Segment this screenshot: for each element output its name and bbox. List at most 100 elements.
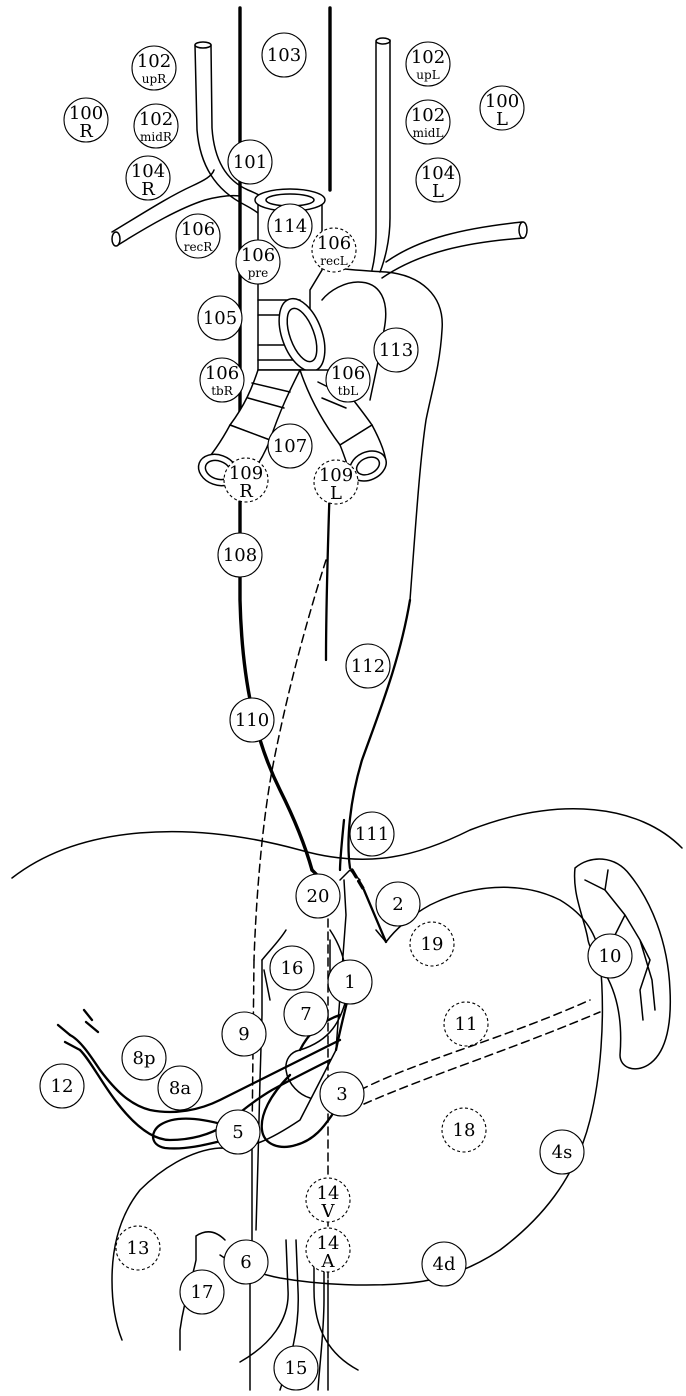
node-circle xyxy=(327,959,373,1005)
node-circle xyxy=(405,41,451,87)
node-station-112: 112 xyxy=(345,643,391,689)
node-circle xyxy=(267,203,313,249)
node-number: 11 xyxy=(455,1014,478,1035)
node-circle xyxy=(235,239,281,285)
left-brachial-branch xyxy=(381,221,525,279)
node-number: 10 xyxy=(599,946,622,967)
node-circle xyxy=(199,357,245,403)
node-circle xyxy=(349,811,395,857)
node-circle xyxy=(443,1001,489,1047)
node-number: 15 xyxy=(285,1358,308,1379)
node-circle xyxy=(283,991,329,1037)
node-suffix: recR xyxy=(184,240,214,254)
node-number: 102 xyxy=(411,47,445,68)
node-number: 12 xyxy=(51,1076,74,1097)
node-circle xyxy=(121,1035,167,1081)
node-circle xyxy=(539,1129,585,1175)
node-circle xyxy=(295,873,341,919)
node-station-11: 11 xyxy=(443,1001,489,1047)
node-station-14-a: 14A xyxy=(305,1227,351,1273)
node-station-105: 105 xyxy=(197,295,243,341)
node-circle xyxy=(319,1071,365,1117)
node-number: 4s xyxy=(552,1142,573,1163)
node-circle xyxy=(305,1177,351,1223)
node-circle xyxy=(405,99,451,145)
node-number: 109 xyxy=(229,463,263,484)
node-circle xyxy=(375,881,421,927)
node-station-113: 113 xyxy=(373,327,419,373)
aortic-arch xyxy=(295,257,443,601)
node-number: 107 xyxy=(273,436,307,457)
node-station-19: 19 xyxy=(409,921,455,967)
node-suffix: recL xyxy=(320,254,348,268)
node-suffix: pre xyxy=(248,266,269,280)
node-suffix: midL xyxy=(413,126,444,140)
node-station-3: 3 xyxy=(319,1071,365,1117)
spleen-vessels xyxy=(584,869,656,1021)
node-number: 114 xyxy=(273,216,307,237)
node-number: 105 xyxy=(203,308,237,329)
left-subclavian-artery xyxy=(371,39,391,273)
hepatic-artery-branches xyxy=(56,1008,100,1052)
node-circle xyxy=(261,32,307,78)
node-number: 7 xyxy=(300,1004,311,1025)
node-number: 104 xyxy=(131,161,165,182)
node-suffix: L xyxy=(496,109,508,130)
node-station-14-v: 14V xyxy=(305,1177,351,1223)
node-suffix: tbL xyxy=(338,384,359,398)
node-number: 16 xyxy=(281,958,304,979)
node-circle xyxy=(311,227,357,273)
node-station-6: 6 xyxy=(223,1239,269,1285)
node-circle xyxy=(273,1345,319,1391)
node-circle xyxy=(197,295,243,341)
node-circle xyxy=(227,139,273,185)
dashed-line-a xyxy=(253,559,327,961)
node-station-12: 12 xyxy=(39,1063,85,1109)
node-station-1: 1 xyxy=(327,959,373,1005)
node-circle xyxy=(215,1109,261,1155)
node-number: 9 xyxy=(238,1024,249,1045)
node-number: 5 xyxy=(232,1122,243,1143)
common-hepatic-loop xyxy=(260,1073,334,1149)
node-station-5: 5 xyxy=(215,1109,261,1155)
node-suffix: R xyxy=(79,121,93,142)
node-circle xyxy=(223,457,269,503)
node-suffix: R xyxy=(239,481,253,502)
esophagus-left-thin xyxy=(324,478,332,662)
node-suffix: A xyxy=(321,1251,336,1272)
node-number: 110 xyxy=(235,710,269,731)
node-station-2: 2 xyxy=(375,881,421,927)
left-subclavian-opening xyxy=(375,37,391,45)
splenic-artery-dashed xyxy=(359,999,601,1105)
node-number: 108 xyxy=(223,545,257,566)
node-station-4s: 4s xyxy=(539,1129,585,1175)
node-suffix: L xyxy=(330,483,342,504)
node-circle xyxy=(221,1011,267,1057)
node-station-107: 107 xyxy=(267,423,313,469)
node-number: 20 xyxy=(307,886,330,907)
node-suffix: upR xyxy=(142,72,167,86)
left-esophageal-line xyxy=(362,888,388,944)
node-station-9: 9 xyxy=(221,1011,267,1057)
aortic-ring-lumen xyxy=(286,307,318,363)
node-suffix: V xyxy=(321,1201,336,1222)
node-circle xyxy=(325,357,371,403)
node-station-20: 20 xyxy=(295,873,341,919)
node-number: 8p xyxy=(133,1048,156,1069)
node-suffix: tbR xyxy=(211,384,234,398)
node-number: 103 xyxy=(267,45,301,66)
node-circle xyxy=(179,1269,225,1315)
node-circle xyxy=(223,1239,269,1285)
node-circle xyxy=(587,933,633,979)
node-circle xyxy=(63,97,109,143)
node-station-8a: 8a xyxy=(157,1065,203,1111)
node-number: 106 xyxy=(331,363,365,384)
right-subclavian-opening xyxy=(194,41,212,49)
node-circle xyxy=(409,921,455,967)
